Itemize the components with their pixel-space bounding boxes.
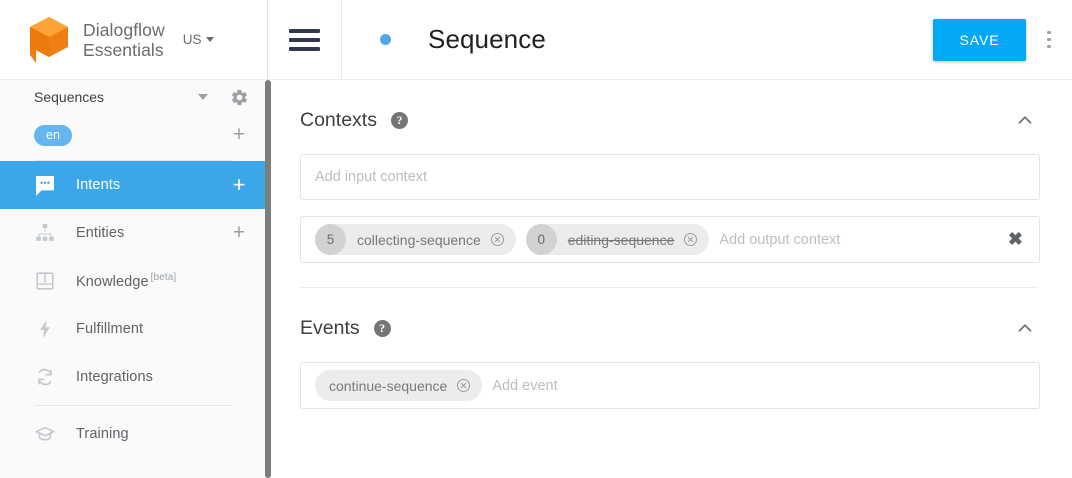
sidebar-item-integrations[interactable]: Integrations <box>0 353 267 401</box>
chip-lifespan-count: 0 <box>525 224 557 255</box>
region-label: US <box>182 32 202 47</box>
events-title: Events <box>300 316 360 339</box>
agent-name: Sequences <box>34 89 105 105</box>
book-icon <box>34 270 56 292</box>
brand-name: Dialogflow Essentials <box>83 20 165 60</box>
add-language-icon[interactable]: + <box>232 123 246 146</box>
contexts-header: Contexts ? <box>300 102 1040 138</box>
sync-arrows-icon <box>34 366 56 388</box>
sidebar-item-fulfillment[interactable]: Fulfillment <box>0 305 267 353</box>
sidebar-item-knowledge[interactable]: Knowledge[beta] <box>0 257 267 305</box>
input-context-field[interactable]: Add input context <box>300 154 1040 200</box>
dialogflow-cube-logo <box>26 15 72 65</box>
agent-selector-row[interactable]: Sequences <box>0 80 267 114</box>
output-context-chip[interactable]: 5 collecting-sequence <box>315 224 516 255</box>
remove-circle-icon[interactable] <box>490 232 505 247</box>
section-divider <box>300 287 1038 288</box>
hamburger-menu-icon[interactable] <box>268 0 342 80</box>
input-context-placeholder: Add input context <box>315 169 428 185</box>
chip-label: collecting-sequence <box>357 231 481 248</box>
sidebar-item-intents[interactable]: Intents + <box>0 161 267 209</box>
sidebar-item-label: Integrations <box>76 369 153 385</box>
contexts-title: Contexts <box>300 108 377 131</box>
graduation-cap-icon <box>34 423 56 445</box>
sidebar-item-label: Training <box>76 426 129 442</box>
beta-badge: [beta] <box>150 272 177 284</box>
sidebar-item-label: Intents <box>76 177 121 193</box>
events-placeholder: Add event <box>492 377 558 394</box>
close-icon[interactable]: ✖ <box>1007 229 1023 249</box>
kebab-menu-icon[interactable] <box>1026 0 1072 80</box>
knowledge-label-text: Knowledge <box>76 273 149 290</box>
chip-lifespan-count: 5 <box>315 224 346 255</box>
page-title-wrap: Sequence <box>342 24 933 55</box>
output-context-placeholder: Add output context <box>719 231 841 248</box>
caret-down-icon <box>205 37 214 42</box>
brand-header: Dialogflow Essentials US <box>0 0 267 80</box>
caret-down-icon[interactable] <box>198 94 208 100</box>
lightning-bolt-icon <box>34 318 56 340</box>
main-panel: Sequence SAVE Contexts ? <box>268 0 1072 478</box>
region-selector[interactable]: US <box>183 32 214 47</box>
sidebar-item-entities[interactable]: Entities + <box>0 209 267 257</box>
help-circle-icon[interactable]: ? <box>390 111 408 129</box>
event-chip[interactable]: continue-sequence <box>315 370 483 401</box>
sidebar-item-training[interactable]: Training <box>0 410 267 458</box>
language-row: en + <box>0 114 267 156</box>
sidebar-item-label: Knowledge[beta] <box>76 272 176 290</box>
status-dot <box>380 34 391 45</box>
sidebar: Dialogflow Essentials US Sequences en + <box>0 0 271 478</box>
output-context-field[interactable]: 5 collecting-sequence 0 editing-sequence <box>300 216 1040 263</box>
nav-divider <box>34 405 233 406</box>
save-button[interactable]: SAVE <box>933 18 1026 61</box>
sitemap-icon <box>34 222 56 244</box>
events-section: Events ? continue-sequence <box>300 288 1040 409</box>
chevron-up-icon[interactable] <box>1014 317 1036 339</box>
content-area: Contexts ? Add input context 5 co <box>268 80 1072 409</box>
add-entity-icon[interactable]: + <box>232 221 246 244</box>
sidebar-item-label: Entities <box>76 225 125 241</box>
speech-bubble-icon <box>34 174 56 196</box>
contexts-section: Contexts ? Add input context 5 co <box>300 80 1040 288</box>
help-circle-icon[interactable]: ? <box>373 319 391 337</box>
language-chip-en[interactable]: en <box>34 124 72 146</box>
sidebar-item-label: Fulfillment <box>76 321 144 337</box>
sidebar-scrollbar[interactable] <box>265 80 271 478</box>
chevron-up-icon[interactable] <box>1014 109 1036 131</box>
top-bar: Sequence SAVE <box>268 0 1072 80</box>
events-header: Events ? <box>300 310 1040 346</box>
remove-circle-icon[interactable] <box>456 378 471 393</box>
page-title: Sequence <box>428 24 546 54</box>
gear-icon[interactable] <box>230 88 249 107</box>
output-context-chip[interactable]: 0 editing-sequence <box>525 224 710 255</box>
sidebar-divider <box>34 160 233 161</box>
chip-label: continue-sequence <box>329 377 448 394</box>
brand-line-1: Dialogflow <box>83 19 165 40</box>
brand-line-2: Essentials <box>83 39 164 60</box>
chip-label: editing-sequence <box>567 231 675 248</box>
events-field[interactable]: continue-sequence Add event <box>300 362 1040 409</box>
remove-circle-icon[interactable] <box>683 232 698 247</box>
add-intent-icon[interactable]: + <box>232 172 246 197</box>
